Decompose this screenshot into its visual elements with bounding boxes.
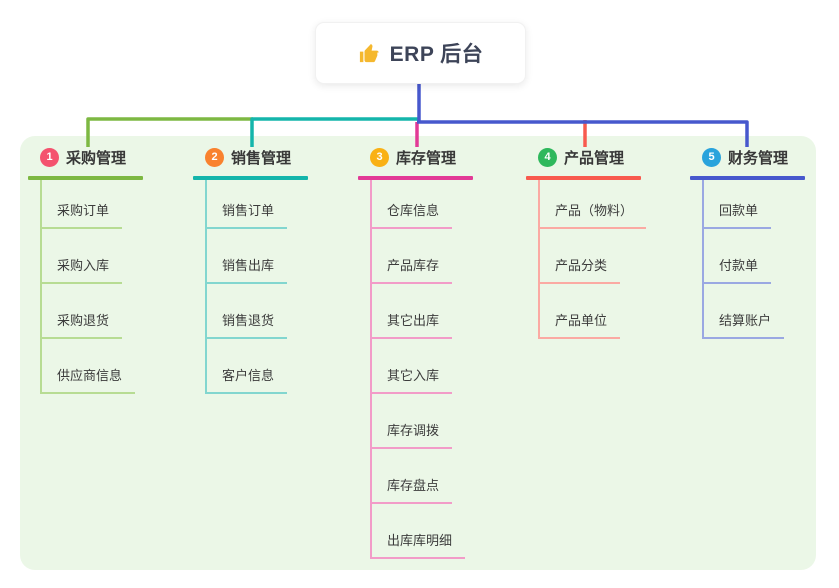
branch-4-number-badge: 4	[538, 148, 557, 167]
child-node[interactable]: 销售订单	[205, 203, 288, 229]
child-node[interactable]: 产品（物料）	[538, 203, 647, 229]
branch-2-node[interactable]: 2 销售管理	[193, 148, 308, 171]
branch-5-underline	[690, 176, 805, 180]
branch-3-underline	[358, 176, 473, 180]
branch-finance: 5 财务管理 回款单 付款单 结算账户	[690, 148, 820, 339]
branch-2-number-badge: 2	[205, 148, 224, 167]
branch-5-node[interactable]: 5 财务管理	[690, 148, 805, 171]
branch-4-label: 产品管理	[564, 150, 625, 167]
branch-1-node[interactable]: 1 采购管理	[28, 148, 143, 171]
child-node[interactable]: 库存盘点	[370, 478, 453, 504]
branch-3-node[interactable]: 3 库存管理	[358, 148, 473, 171]
child-node[interactable]: 采购入库	[40, 258, 123, 284]
child-node[interactable]: 销售退货	[205, 313, 288, 339]
branch-5-label: 财务管理	[728, 150, 789, 167]
branch-2-underline	[193, 176, 308, 180]
branch-sales: 2 销售管理 销售订单 销售出库 销售退货 客户信息	[193, 148, 323, 394]
branch-4-node[interactable]: 4 产品管理	[526, 148, 641, 171]
branch-3-number-badge: 3	[370, 148, 389, 167]
branch-inventory: 3 库存管理 仓库信息 产品库存 其它出库 其它入库 库存调拨 库存盘点 出库库…	[358, 148, 488, 559]
child-node[interactable]: 产品单位	[538, 313, 621, 339]
child-node[interactable]: 客户信息	[205, 368, 288, 394]
child-node[interactable]: 供应商信息	[40, 368, 136, 394]
root-node[interactable]: ERP 后台	[315, 22, 526, 84]
branch-2-label: 销售管理	[231, 150, 292, 167]
branch-5-spine	[702, 180, 704, 339]
child-node[interactable]: 仓库信息	[370, 203, 453, 229]
child-node[interactable]: 采购订单	[40, 203, 123, 229]
branch-5-number-badge: 5	[702, 148, 721, 167]
child-node[interactable]: 结算账户	[702, 313, 785, 339]
child-node[interactable]: 库存调拨	[370, 423, 453, 449]
child-node[interactable]: 产品库存	[370, 258, 453, 284]
branch-3-label: 库存管理	[396, 150, 457, 167]
branch-1-number-badge: 1	[40, 148, 59, 167]
branch-1-spine	[40, 180, 42, 394]
child-node[interactable]: 销售出库	[205, 258, 288, 284]
branch-product: 4 产品管理 产品（物料） 产品分类 产品单位	[526, 148, 656, 339]
child-node[interactable]: 回款单	[702, 203, 772, 229]
branch-1-underline	[28, 176, 143, 180]
branch-4-spine	[538, 180, 540, 339]
branch-1-label: 采购管理	[66, 150, 127, 167]
child-node[interactable]: 其它出库	[370, 313, 453, 339]
root-label: ERP 后台	[389, 43, 484, 66]
branch-4-underline	[526, 176, 641, 180]
branch-background-panel	[20, 136, 816, 570]
child-node[interactable]: 产品分类	[538, 258, 621, 284]
child-node[interactable]: 出库库明细	[370, 533, 466, 559]
child-node[interactable]: 采购退货	[40, 313, 123, 339]
branch-3-spine	[370, 180, 372, 559]
child-node[interactable]: 付款单	[702, 258, 772, 284]
child-node[interactable]: 其它入库	[370, 368, 453, 394]
branch-2-spine	[205, 180, 207, 394]
branch-procurement: 1 采购管理 采购订单 采购入库 采购退货 供应商信息	[28, 148, 158, 394]
thumbs-up-icon	[359, 43, 379, 62]
